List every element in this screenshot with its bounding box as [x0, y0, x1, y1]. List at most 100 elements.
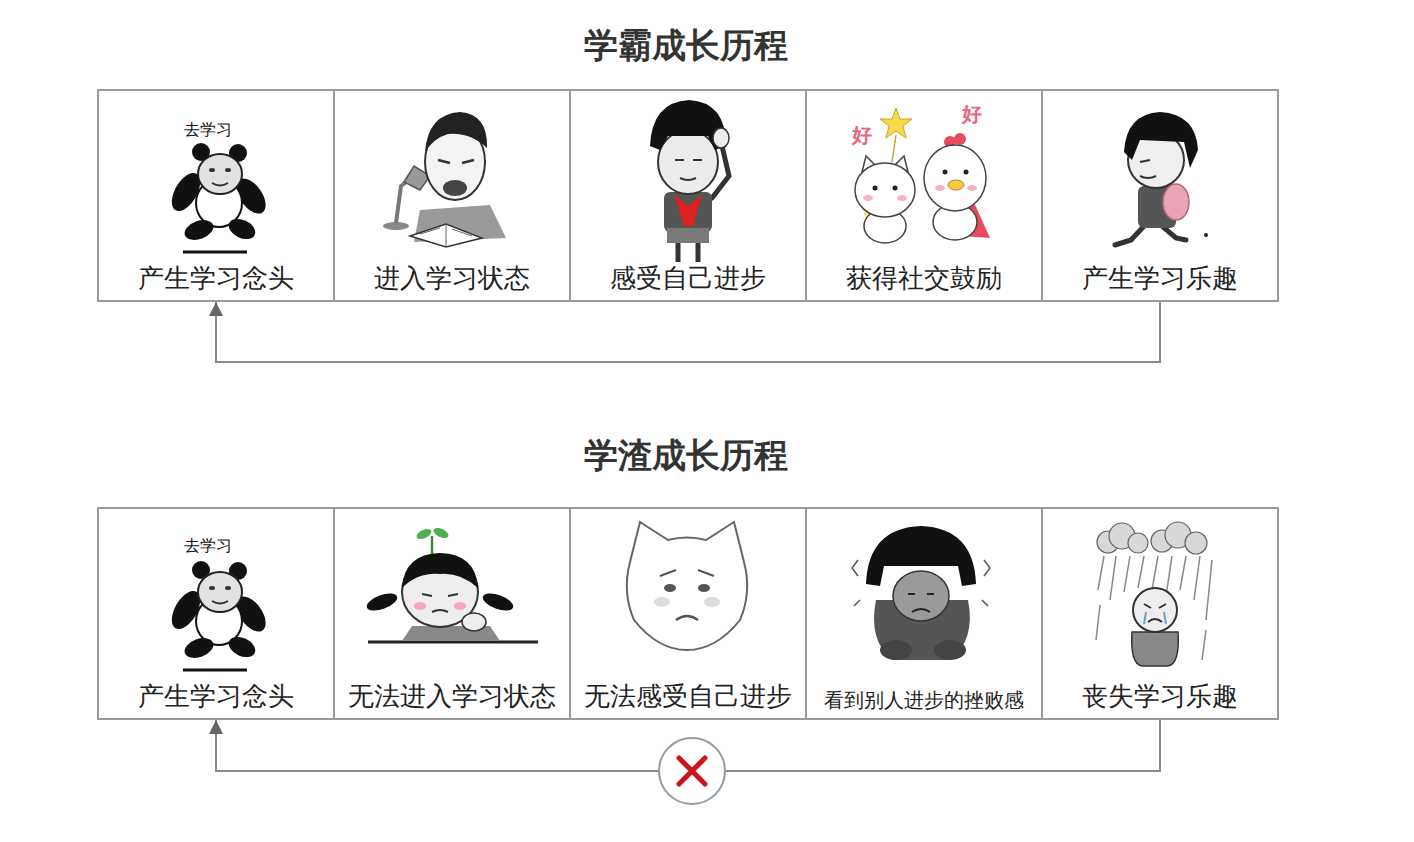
cheering-friends-figure [943, 170, 948, 175]
panda-figure [226, 215, 259, 243]
cheering-friends-figure [873, 186, 878, 191]
step-caption: 丧失学习乐趣 [1082, 681, 1238, 712]
walking-girl-figure [1140, 160, 1156, 178]
sticker-text: 好 [962, 102, 982, 126]
cheering-friends-figure [897, 195, 907, 201]
return-arrow [216, 302, 1160, 362]
step-box: 看到别人进步的挫败感 [805, 507, 1043, 720]
step-box: 产生学习乐趣 [1041, 89, 1279, 302]
step-caption: 产生学习乐趣 [1082, 263, 1238, 294]
step-box: 获得社交鼓励 [805, 89, 1043, 302]
cheering-friends-figure [855, 108, 990, 243]
sad-cat-face-figure [676, 616, 698, 620]
scared-figure [934, 640, 966, 660]
thinking-boy-figure [713, 128, 729, 148]
bored-girl-figure [481, 590, 516, 614]
sad-cat-face-figure [654, 597, 670, 607]
studying-figure [410, 224, 482, 247]
step-box: 进入学习状态 [333, 89, 571, 302]
panda-figure [166, 561, 272, 670]
thinking-boy-figure [674, 194, 702, 226]
studying-figure [383, 222, 409, 230]
studying-figure [438, 160, 474, 163]
walking-girl-figure [1163, 184, 1189, 220]
step-box: 产生学习念头 [97, 89, 335, 302]
step-box: 产生学习念头 [97, 507, 335, 720]
thinking-boy-figure [675, 160, 702, 180]
panda-figure [198, 154, 242, 194]
cheering-friends-figure [855, 163, 915, 217]
cheering-friends-figure [954, 133, 966, 145]
sad-cat-face-figure [698, 584, 710, 592]
panda-figure [183, 251, 247, 254]
sticker-text: 去学习 [184, 536, 232, 555]
sad-cat-face-figure [664, 584, 676, 592]
crying-in-rain-figure [1096, 522, 1212, 666]
scared-figure [893, 571, 949, 621]
step-box: 丧失学习乐趣 [1041, 507, 1279, 720]
cheering-friends-figure [967, 185, 977, 191]
panda-figure [209, 168, 215, 172]
crying-in-rain-figure [1144, 604, 1166, 622]
bored-girl-figure [402, 553, 478, 588]
section-title: 学渣成长历程 [584, 435, 788, 476]
crying-in-rain-figure [1185, 532, 1207, 554]
cheering-friends-figure [964, 170, 969, 175]
step-box: 无法感受自己进步 [569, 507, 807, 720]
step-caption: 无法进入学习状态 [348, 681, 556, 712]
sticker-text: 去学习 [184, 120, 232, 139]
cheering-friends-figure [935, 185, 945, 191]
studying-figure [443, 180, 467, 196]
walking-girl-figure [1115, 112, 1208, 245]
step-caption: 进入学习状态 [374, 263, 530, 294]
thinking-boy-figure [664, 192, 712, 232]
step-caption: 感受自己进步 [610, 263, 766, 294]
panda-figure [166, 143, 272, 252]
studying-figure [425, 112, 487, 152]
step-caption: 获得社交鼓励 [846, 263, 1002, 294]
bored-girl-figure [402, 626, 500, 641]
sad-cat-face-figure [627, 522, 747, 650]
crying-in-rain-figure [1144, 612, 1166, 624]
panda-figure [212, 183, 228, 186]
bored-girl-figure [462, 613, 486, 631]
scared-figure [852, 526, 990, 660]
studying-figure [420, 224, 472, 247]
cheering-friends-figure [863, 195, 873, 201]
step-box: 无法进入学习状态 [333, 507, 571, 720]
scared-figure [908, 594, 934, 612]
walking-girl-figure [1124, 112, 1198, 168]
panda-figure [182, 216, 216, 243]
sad-cat-face-figure [660, 570, 714, 576]
blocked-marker [659, 738, 725, 804]
bored-girl-figure [431, 536, 434, 556]
sticker-text: 好 [852, 123, 872, 147]
bored-girl-figure [454, 602, 466, 610]
bored-girl-figure [365, 590, 400, 614]
cheering-friends-figure [924, 145, 986, 211]
thinking-boy-figure [650, 100, 729, 262]
thinking-boy-figure [658, 130, 718, 194]
step-caption: 产生学习念头 [138, 263, 294, 294]
blocked-marker [659, 738, 725, 804]
walking-girl-figure [1204, 233, 1208, 237]
sad-cat-face-figure [627, 522, 747, 650]
bored-girl-figure [415, 527, 433, 541]
step-caption: 产生学习念头 [138, 681, 294, 712]
bored-girl-figure [432, 526, 450, 540]
scared-figure [852, 560, 990, 606]
bored-girl-figure [414, 602, 426, 610]
step-caption: 看到别人进步的挫败感 [824, 688, 1024, 712]
crying-in-rain-figure [1128, 533, 1148, 553]
cheering-friends-figure [892, 135, 896, 162]
sad-cat-face-figure [704, 597, 720, 607]
crying-in-rain-figure [1132, 632, 1179, 666]
cheering-friends-figure [880, 108, 912, 138]
bored-girl-figure [422, 594, 458, 612]
cheering-friends-figure [893, 186, 898, 191]
scared-figure [880, 640, 912, 660]
panda-figure [225, 168, 231, 172]
bored-girl-figure [365, 526, 538, 642]
cheering-friends-figure [948, 180, 964, 190]
